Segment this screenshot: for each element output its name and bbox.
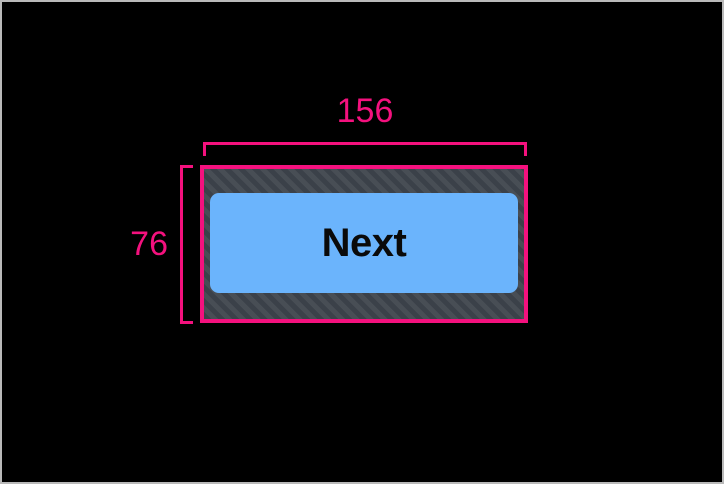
width-dimension-bracket bbox=[203, 142, 527, 156]
inspected-element-outline[interactable]: Next bbox=[200, 165, 528, 323]
height-dimension-label: 76 bbox=[130, 225, 168, 263]
next-button[interactable]: Next bbox=[210, 193, 518, 293]
width-dimension-label: 156 bbox=[336, 92, 394, 130]
height-dimension-bracket bbox=[180, 165, 193, 324]
next-button-label: Next bbox=[321, 221, 407, 265]
